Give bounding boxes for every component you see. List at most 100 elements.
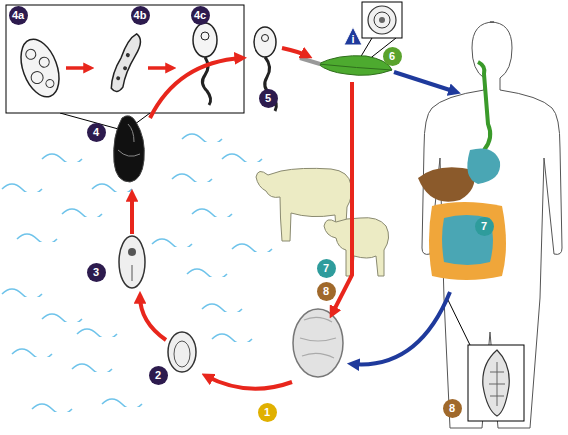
- water-waves: [192, 209, 232, 219]
- callout-text: 4b: [134, 10, 147, 21]
- sporocyst: [29, 70, 44, 85]
- metacercaria-inset: [360, 38, 372, 58]
- water-waves: [72, 364, 112, 374]
- cycle-arrows: [206, 376, 292, 389]
- aquatic-plant: [318, 64, 392, 70]
- sporocyst: [14, 34, 66, 102]
- callout-text: 7: [323, 263, 329, 274]
- cycle-arrows: [130, 194, 134, 234]
- callout-text: 6: [389, 51, 395, 62]
- cycle-arrows: [352, 292, 450, 364]
- human-figure: [422, 22, 562, 428]
- callout-text: 3: [93, 267, 99, 278]
- callout-number: 3: [87, 263, 106, 282]
- water-waves: [222, 154, 262, 164]
- callout-text: 5: [265, 93, 271, 104]
- callout-number: 6: [383, 47, 402, 66]
- callout-number: 4c: [191, 6, 210, 25]
- callout-number: 7: [475, 217, 494, 236]
- sporocyst: [45, 78, 55, 88]
- sporocyst: [38, 56, 51, 69]
- callout-number: 5: [259, 89, 278, 108]
- embryonated-egg: [168, 332, 196, 372]
- water-waves: [62, 209, 102, 219]
- adult-fluke-inset: [448, 300, 470, 345]
- adult-fluke-inset: [489, 362, 505, 406]
- cercaria-inset: [201, 32, 209, 40]
- callout-text: 4: [93, 127, 99, 138]
- callout-text: 4a: [12, 10, 24, 21]
- human-figure: [467, 149, 500, 185]
- cercaria-inset: [193, 23, 217, 57]
- water-waves: [92, 184, 132, 194]
- redia: [107, 32, 146, 94]
- human-figure: [418, 22, 562, 428]
- human-figure: [418, 167, 475, 201]
- water-waves: [202, 304, 242, 314]
- human-figure: [442, 215, 493, 265]
- callout-number: 7: [317, 259, 336, 278]
- cycle-arrows: [282, 48, 308, 56]
- redia: [125, 53, 130, 58]
- callout-text: 8: [323, 286, 329, 297]
- metacercaria-inset: [374, 12, 390, 28]
- callout-number: 2: [149, 366, 168, 385]
- callout-number: 4a: [9, 6, 28, 25]
- adult-fluke-inset: [483, 350, 509, 416]
- embryonated-egg: [174, 341, 190, 367]
- water-waves: [102, 399, 142, 409]
- callout-text: 8: [449, 403, 455, 414]
- free-cercaria: [254, 27, 276, 57]
- snail: [114, 116, 145, 182]
- adult-fluke-inset: [468, 345, 524, 421]
- water-waves: [187, 269, 227, 279]
- callout-text: 7: [481, 221, 487, 232]
- miracidium: [119, 236, 145, 288]
- metacercaria-inset: [362, 2, 402, 38]
- aquatic-plant: [318, 56, 392, 76]
- callout-number: 8: [443, 399, 462, 418]
- miracidium: [119, 236, 145, 288]
- snail: [118, 150, 140, 156]
- snail: [128, 124, 134, 142]
- metacercaria-inset: [379, 17, 385, 23]
- callout-number: 4b: [131, 6, 150, 25]
- redia: [122, 66, 127, 71]
- snail: [114, 116, 145, 182]
- cycle-arrows: [150, 58, 242, 118]
- cycle-arrows: [132, 48, 456, 389]
- water-waves: [2, 184, 42, 194]
- water-waves: [212, 334, 252, 344]
- inset-larval-stages: [148, 66, 172, 70]
- water-waves: [172, 174, 212, 184]
- redia: [107, 32, 146, 94]
- human-figure: [429, 202, 506, 280]
- water-waves: [42, 314, 82, 324]
- water-waves: [77, 329, 117, 339]
- water-waves: [42, 154, 82, 164]
- callout-text: 4c: [194, 10, 206, 21]
- water-waves: [12, 349, 52, 359]
- inset-larval-stages: [6, 5, 244, 130]
- aquatic-plant: [300, 58, 320, 64]
- aquatic-plant: [300, 56, 392, 76]
- unembryonated-egg: [293, 309, 343, 377]
- water-waves: [2, 289, 42, 299]
- water-waves: [232, 244, 272, 254]
- infective-stage-marker: [344, 27, 362, 45]
- sporocyst: [14, 34, 66, 102]
- water-waves: [32, 404, 72, 414]
- miracidium: [132, 265, 133, 281]
- cycle-arrows: [140, 296, 166, 340]
- unembryonated-egg: [293, 309, 343, 377]
- inset-larval-stages: [66, 66, 90, 70]
- cycle-arrows: [394, 72, 456, 92]
- embryonated-egg: [168, 332, 196, 372]
- sporocyst: [24, 48, 37, 61]
- info-marker: i: [344, 29, 363, 46]
- inset-larval-stages: [6, 5, 244, 113]
- callout-text: i: [351, 34, 354, 45]
- callout-number: 4: [87, 123, 106, 142]
- unembryonated-egg: [300, 317, 336, 358]
- infective-stage-marker: [344, 27, 362, 45]
